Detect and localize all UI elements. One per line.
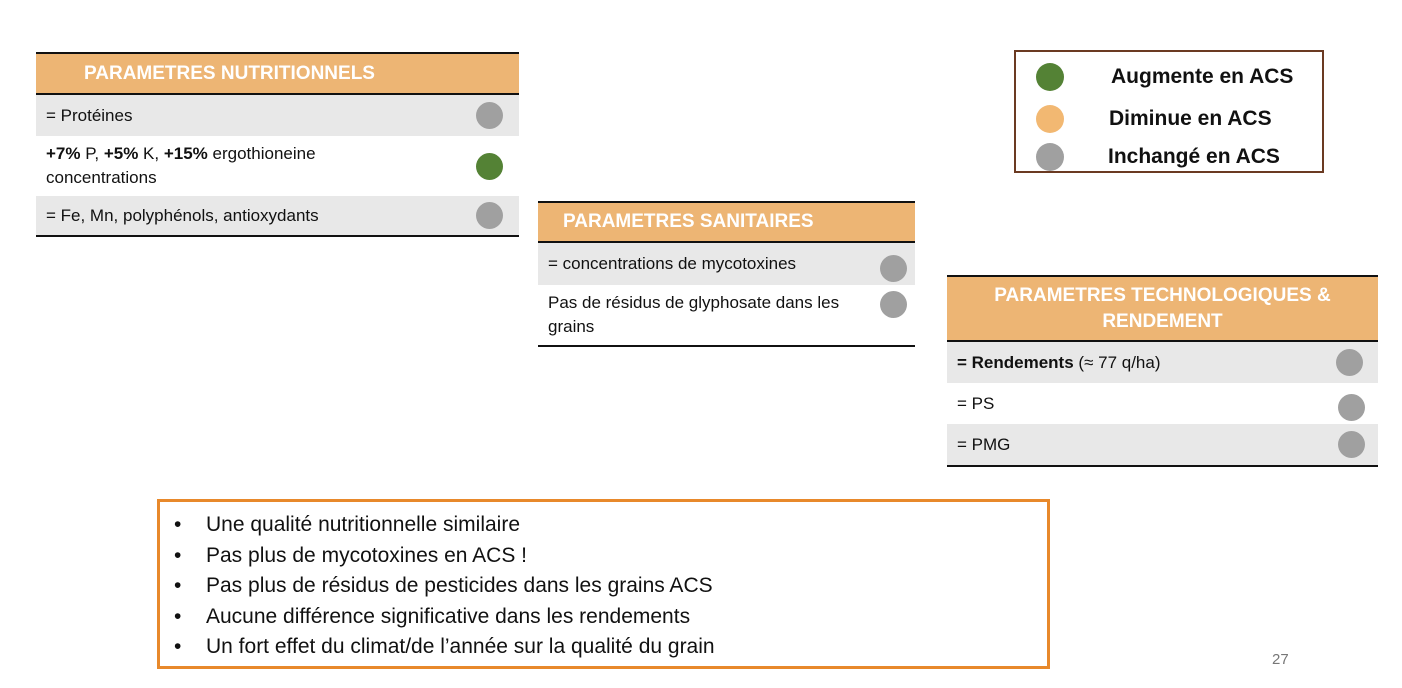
legend-item-increase: Augmente en ACS: [1016, 62, 1322, 92]
gray-dot-icon: [1036, 143, 1064, 171]
row-label: +7% P, +5% K, +15% ergothioneine concent…: [46, 144, 316, 187]
nutrition-table: PARAMETRES NUTRITIONNELS = Protéines +7%…: [36, 52, 519, 237]
page-number: 27: [1272, 651, 1289, 668]
list-item: •Pas plus de mycotoxines en ACS !: [174, 543, 527, 567]
list-item: •Un fort effet du climat/de l’année sur …: [174, 635, 715, 658]
unchanged-status-icon: [880, 291, 907, 318]
green-dot-icon: [1036, 63, 1064, 91]
row-label: = Rendements (≈ 77 q/ha): [957, 352, 1161, 372]
legend-item-decrease: Diminue en ACS: [1016, 104, 1322, 134]
legend: Augmente en ACS Diminue en ACS Inchangé …: [1014, 50, 1324, 173]
summary-box: •Une qualité nutritionnelle similaire •P…: [157, 499, 1050, 669]
unchanged-status-icon: [476, 202, 503, 229]
table-row: +7% P, +5% K, +15% ergothioneine concent…: [36, 136, 519, 196]
table-row: Pas de résidus de glyphosate dans les gr…: [538, 285, 915, 345]
nutrition-header: PARAMETRES NUTRITIONNELS: [36, 54, 519, 95]
technological-table: PARAMETRES TECHNOLOGIQUES & RENDEMENT = …: [947, 275, 1378, 467]
unchanged-status-icon: [880, 254, 907, 282]
summary-list: •Une qualité nutritionnelle similaire •P…: [172, 510, 1047, 663]
increase-status-icon: [476, 152, 503, 180]
sanitary-header: PARAMETRES SANITAIRES: [538, 203, 915, 243]
row-label: = PS: [957, 393, 995, 413]
row-label: = concentrations de mycotoxines: [548, 254, 797, 273]
table-row: = PMG: [947, 424, 1378, 465]
list-item: •Aucune différence significative dans le…: [174, 604, 691, 628]
unchanged-status-icon: [1338, 431, 1365, 458]
list-item: •Une qualité nutritionnelle similaire: [174, 513, 520, 536]
sanitary-table: PARAMETRES SANITAIRES = concentrations d…: [538, 201, 915, 347]
row-label: = Protéines: [46, 105, 133, 125]
technological-header: PARAMETRES TECHNOLOGIQUES & RENDEMENT: [947, 277, 1378, 342]
list-item: •Pas plus de résidus de pesticides dans …: [174, 574, 713, 597]
table-row: = Rendements (≈ 77 q/ha): [947, 342, 1378, 383]
unchanged-status-icon: [1336, 349, 1363, 376]
unchanged-status-icon: [1338, 394, 1365, 421]
row-label: = PMG: [957, 434, 1011, 454]
table-row: = Protéines: [36, 95, 519, 136]
row-label: Pas de résidus de glyphosate dans les gr…: [548, 293, 840, 336]
table-row: = PS: [947, 383, 1378, 424]
legend-item-unchanged: Inchangé en ACS: [1016, 142, 1322, 172]
table-row: = Fe, Mn, polyphénols, antioxydants: [36, 196, 519, 235]
unchanged-status-icon: [476, 102, 503, 129]
row-label: = Fe, Mn, polyphénols, antioxydants: [46, 205, 319, 225]
orange-dot-icon: [1036, 105, 1064, 133]
table-row: = concentrations de mycotoxines: [538, 243, 915, 285]
